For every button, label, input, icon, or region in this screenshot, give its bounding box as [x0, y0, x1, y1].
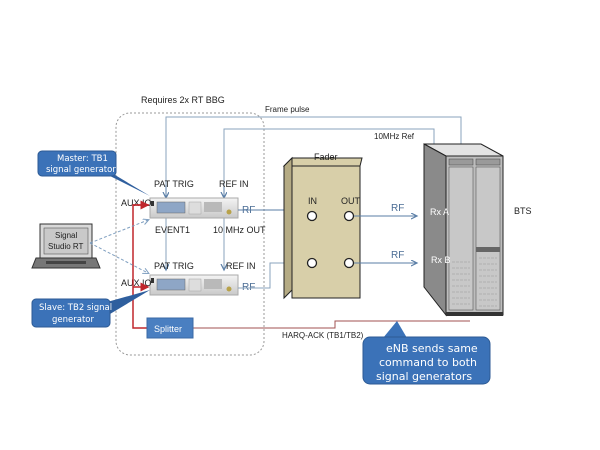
- gen1-ref-in-label: REF IN: [219, 179, 249, 189]
- gen2-aux-io-label: AUX IO: [121, 278, 152, 288]
- rt-bbg-group-box: [115, 112, 265, 356]
- gen2-pat-trig-label: PAT TRIG: [154, 261, 194, 271]
- enb-callout-line3: signal generators: [376, 370, 472, 383]
- master-callout-line2: signal generator: [46, 165, 116, 175]
- frame-pulse-label: Frame pulse: [265, 105, 310, 114]
- slave-callout-line1: Slave: TB2 signal: [39, 303, 112, 313]
- slave-callout: [31, 290, 150, 328]
- ref-10mhz-label: 10MHz Ref: [374, 132, 415, 141]
- laptop-link-1: [89, 220, 148, 244]
- signal-generator-1: [149, 197, 239, 219]
- enb-callout-line1: eNB sends same: [386, 342, 478, 355]
- laptop-icon: [31, 223, 101, 269]
- ref-10mhz-line: [223, 128, 435, 185]
- master-callout-line1: Master: TB1: [57, 154, 108, 164]
- splitter-label: Splitter: [154, 324, 182, 334]
- splitter-box: [146, 317, 194, 339]
- fader-title: Fader: [314, 152, 338, 162]
- signal-generator-2: [149, 274, 239, 296]
- fader-out-label: OUT: [341, 196, 361, 206]
- gen1-event1-label: EVENT1: [155, 225, 190, 235]
- fader-box: [282, 156, 363, 300]
- gen1-aux-io-label: AUX IO: [121, 198, 152, 208]
- laptop-link-2: [89, 242, 148, 273]
- frame-pulse-line: [165, 116, 462, 185]
- enb-callout: [362, 321, 491, 385]
- bts-label: BTS: [514, 206, 532, 216]
- harq-line: [193, 320, 470, 329]
- gen1-ref-out-label: 10 MHz OUT: [213, 225, 266, 235]
- fader-in-label: IN: [308, 196, 317, 206]
- bts-rx-b-label: Rx B: [431, 255, 451, 265]
- gen1-pat-trig-label: PAT TRIG: [154, 179, 194, 189]
- rf-label-b: RF: [391, 250, 404, 261]
- master-callout: [37, 150, 150, 196]
- enb-callout-line2: command to both: [379, 356, 477, 369]
- laptop-label-line1: Signal: [55, 231, 77, 240]
- laptop-label-line2: Studio RT: [48, 242, 84, 251]
- bts-rack: [423, 143, 504, 317]
- group-label: Requires 2x RT BBG: [141, 95, 225, 105]
- gen2-ref-in-label: REF IN: [226, 261, 256, 271]
- rf-label-a: RF: [391, 203, 404, 214]
- slave-callout-line2: generator: [52, 315, 94, 325]
- bts-rx-a-label: Rx A: [430, 207, 449, 217]
- harq-ack-label: HARQ-ACK (TB1/TB2): [282, 331, 364, 340]
